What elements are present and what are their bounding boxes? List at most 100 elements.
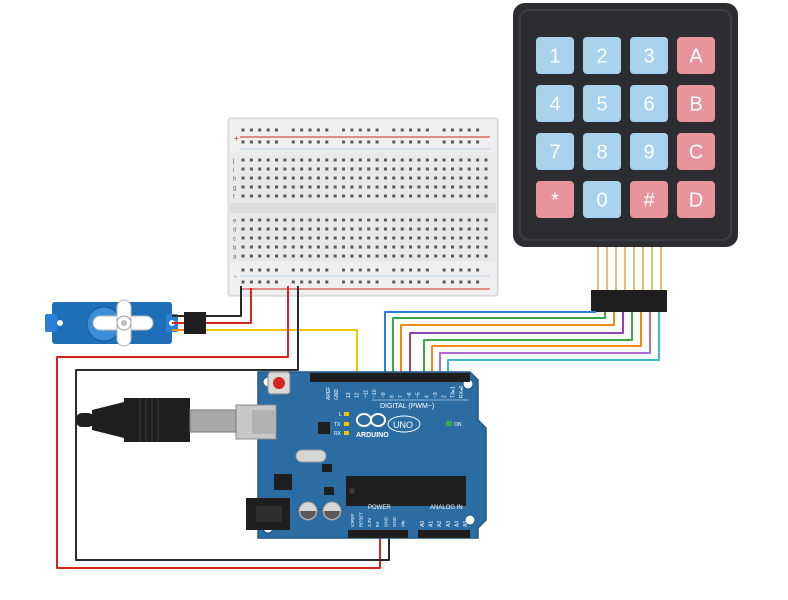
power-pin-label: 5V <box>375 521 380 527</box>
keypad-key-label: # <box>643 190 655 212</box>
keypad-key-6[interactable]: 6 <box>630 85 668 122</box>
keypad-key-label: 0 <box>596 190 607 212</box>
keypad-key-label: A <box>689 46 703 68</box>
l-led-label: L <box>339 412 342 418</box>
keypad-key-label: 3 <box>643 46 654 68</box>
usb-chip <box>318 422 330 434</box>
on-led-label: ON <box>454 422 462 428</box>
arduino-logo: ARDUINO UNO <box>356 413 421 439</box>
row-letter: c <box>233 237 236 243</box>
wire-keypad-3[interactable] <box>400 312 615 382</box>
atmega-chip <box>346 476 466 506</box>
servo-motor[interactable] <box>45 299 206 347</box>
power-pin-label: 3.3V <box>367 518 372 527</box>
row-letter: d <box>233 228 236 234</box>
wire-keypad-5[interactable] <box>423 312 633 382</box>
keypad-key-label: 6 <box>643 94 654 116</box>
wire-servo-signal[interactable] <box>206 329 358 382</box>
on-led <box>446 421 452 426</box>
wire-5v[interactable] <box>56 286 381 569</box>
analog-header[interactable] <box>418 530 470 538</box>
keypad-key-8[interactable]: 8 <box>583 133 621 170</box>
keypad-key-2[interactable]: 2 <box>583 37 621 74</box>
servo-connector <box>184 312 206 334</box>
power-pin-label: IOREF <box>350 513 355 527</box>
keypad-key-d[interactable]: D <box>677 181 715 218</box>
keypad-key-1[interactable]: 1 <box>536 37 574 74</box>
rx-led-label: RX <box>334 431 342 437</box>
analog-pin-label: A3 <box>446 521 452 527</box>
wire-gnd[interactable] <box>75 286 390 561</box>
keypad-key-label: 9 <box>643 142 654 164</box>
keypad-key-star[interactable]: * <box>536 181 574 218</box>
breadboard-top-rail <box>230 120 496 152</box>
row-letter: i <box>233 168 234 174</box>
digital-pin-label: 7 <box>398 395 404 398</box>
wires <box>56 286 660 569</box>
keypad-key-3[interactable]: 3 <box>630 37 668 74</box>
keypad-key-label: B <box>689 94 702 116</box>
wire-keypad-4[interactable] <box>409 312 624 382</box>
wire-keypad-8[interactable] <box>447 312 660 382</box>
wire-keypad-2[interactable] <box>392 312 606 382</box>
analog-pin-label: A5 <box>463 521 469 527</box>
breadboard-holes <box>241 128 488 284</box>
capacitors <box>298 501 342 521</box>
usb-cable[interactable] <box>76 398 237 442</box>
digital-pin-label: 13 <box>346 392 352 398</box>
keypad-key-hash[interactable]: # <box>630 181 668 218</box>
keypad-key-label: 2 <box>596 46 607 68</box>
arduino-model: UNO <box>393 420 413 430</box>
row-letter: b <box>233 246 237 252</box>
wire-keypad-6[interactable] <box>431 312 642 382</box>
keypad-key-label: 8 <box>596 142 607 164</box>
crystal <box>295 449 327 463</box>
keypad-key-7[interactable]: 7 <box>536 133 574 170</box>
reset-button[interactable] <box>267 371 291 395</box>
power-jack[interactable] <box>246 498 290 530</box>
keypad-key-label: C <box>689 142 703 164</box>
keypad-key-label: * <box>551 190 559 212</box>
power-pin-label: Vin <box>400 520 405 527</box>
analog-pin-label: A4 <box>454 521 460 527</box>
power-header[interactable] <box>348 530 408 538</box>
digital-pin-label: ~3 <box>433 392 439 398</box>
row-letter: a <box>233 255 237 261</box>
wire-keypad-7[interactable] <box>439 312 651 382</box>
rail-plus-top: + <box>234 134 239 143</box>
keypad-key-label: 4 <box>549 94 560 116</box>
digital-header[interactable] <box>310 373 470 382</box>
keypad-key-c[interactable]: C <box>677 133 715 170</box>
analog-pin-label: A0 <box>420 521 426 527</box>
digital-pin-label: ~9 <box>381 392 387 398</box>
keypad-key-5[interactable]: 5 <box>583 85 621 122</box>
digital-pin-label: RX◂0 <box>459 386 465 398</box>
wire-servo-vcc[interactable] <box>206 288 252 324</box>
digital-pin-label: TX▸1 <box>450 386 456 398</box>
keypad-key-9[interactable]: 9 <box>630 133 668 170</box>
digital-pin-label: 8 <box>390 395 396 398</box>
analog-pin-label: A1 <box>429 521 435 527</box>
row-letter: j <box>232 159 234 165</box>
keypad-header-connector <box>591 290 667 312</box>
usb-connector[interactable] <box>235 404 277 440</box>
analog-label: ANALOG IN <box>430 505 463 511</box>
keypad-key-a[interactable]: A <box>677 37 715 74</box>
digital-pin-label: 2 <box>442 395 448 398</box>
digital-pin-label: ~10 <box>372 389 378 398</box>
wire-servo-gnd[interactable] <box>206 286 242 317</box>
servo-horn[interactable] <box>92 299 154 347</box>
keypad-key-b[interactable]: B <box>677 85 715 122</box>
keypad-key-0[interactable]: 0 <box>583 181 621 218</box>
wire-keypad-1[interactable] <box>384 311 596 382</box>
keypad-key-4[interactable]: 4 <box>536 85 574 122</box>
power-label: POWER <box>368 505 391 511</box>
rx-led <box>344 431 349 435</box>
